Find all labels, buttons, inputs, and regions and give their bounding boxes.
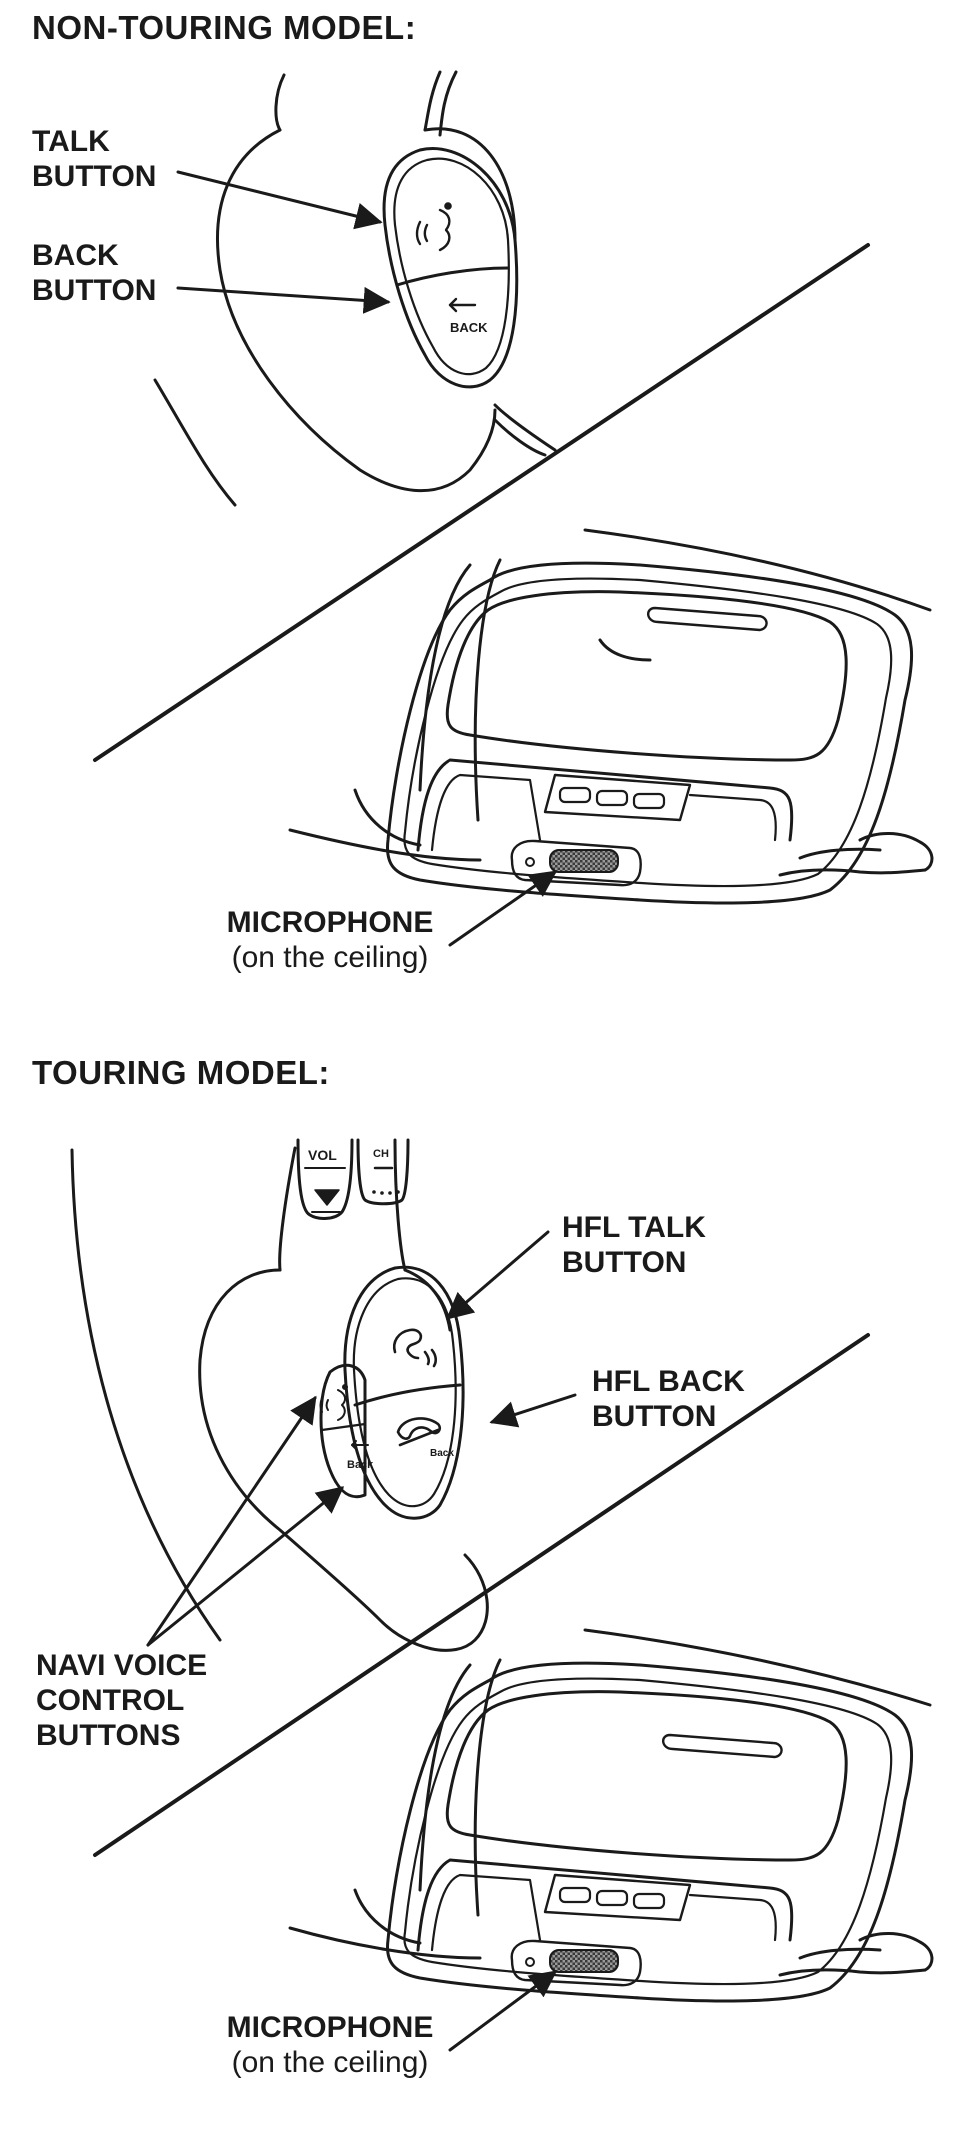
section-divider-line-2 (93, 1333, 870, 1857)
microphone-grille-2 (549, 1949, 619, 1973)
hfl-talk-button-label: HFL TALK BUTTON (562, 1210, 706, 1280)
navi-label-line3: BUTTONS (36, 1719, 181, 1752)
touring-ceiling-console (288, 1628, 934, 2003)
back-button-text: BACK (450, 320, 488, 335)
touring-heading: TOURING MODEL: (32, 1054, 330, 1091)
microphone-label-2-title: MICROPHONE (226, 2011, 434, 2044)
hfl-back-label-line1: HFL BACK (592, 1365, 745, 1398)
microphone-arrow-2 (448, 1970, 558, 2052)
microphone-label-1-title: MICROPHONE (226, 906, 434, 939)
vol-switch-label: VOL (308, 1147, 337, 1163)
touring-steering-wheel (70, 1138, 407, 1642)
touring-steering-hub (198, 1268, 489, 1652)
talk-button-label-line2: BUTTON (32, 160, 157, 193)
section-divider-line (93, 243, 870, 762)
microphone-arrow-1 (448, 870, 558, 947)
hfl-talk-label-line2: BUTTON (562, 1246, 687, 1279)
non-touring-button-pod (382, 147, 519, 389)
hfl-button-pod (343, 1265, 465, 1520)
navi-voice-control-label: NAVI VOICE CONTROL BUTTONS (36, 1648, 207, 1753)
talk-button-label: TALK BUTTON (32, 124, 156, 194)
hfl-back-phone-icon (396, 1417, 442, 1447)
microphone-grille (549, 849, 619, 873)
hfl-talk-phone-icon (392, 1328, 438, 1368)
back-button-label-line2: BUTTON (32, 274, 157, 307)
back-button-label: BACK BUTTON (32, 238, 156, 308)
talk-button-label-line1: TALK (32, 125, 110, 158)
non-touring-ceiling-console (288, 528, 934, 905)
microphone-label-1: MICROPHONE (on the ceiling) (205, 905, 455, 975)
back-button-label-line1: BACK (32, 239, 119, 272)
non-touring-heading: NON-TOURING MODEL: (32, 9, 417, 46)
hfl-talk-label-line1: HFL TALK (562, 1211, 706, 1244)
hfl-back-label-line2: BUTTON (592, 1400, 717, 1433)
navi-back-arrow (146, 1486, 345, 1647)
back-arrow-icon (448, 297, 477, 313)
hfl-back-button-label: HFL BACK BUTTON (592, 1364, 745, 1434)
navi-label-line2: CONTROL (36, 1684, 185, 1717)
navi-back-text: Back (347, 1459, 374, 1471)
talk-icon (415, 202, 452, 252)
ch-switch-label: CH (373, 1148, 389, 1160)
vol-ch-switch (296, 1138, 410, 1220)
hfl-back-arrow (489, 1393, 577, 1428)
microphone-label-2-location: (on the ceiling) (231, 2046, 429, 2079)
callout-arrows (146, 170, 577, 2052)
hfl-back-text: Back (430, 1448, 454, 1459)
hfl-talk-arrow (445, 1230, 550, 1320)
non-touring-steering-hub (153, 70, 557, 507)
microphone-label-2: MICROPHONE (on the ceiling) (205, 2010, 455, 2080)
navi-talk-arrow (146, 1395, 317, 1647)
navi-label-line1: NAVI VOICE (36, 1649, 208, 1682)
talk-button-arrow (176, 170, 383, 230)
back-button-arrow (176, 286, 391, 314)
microphone-label-1-location: (on the ceiling) (231, 941, 429, 974)
